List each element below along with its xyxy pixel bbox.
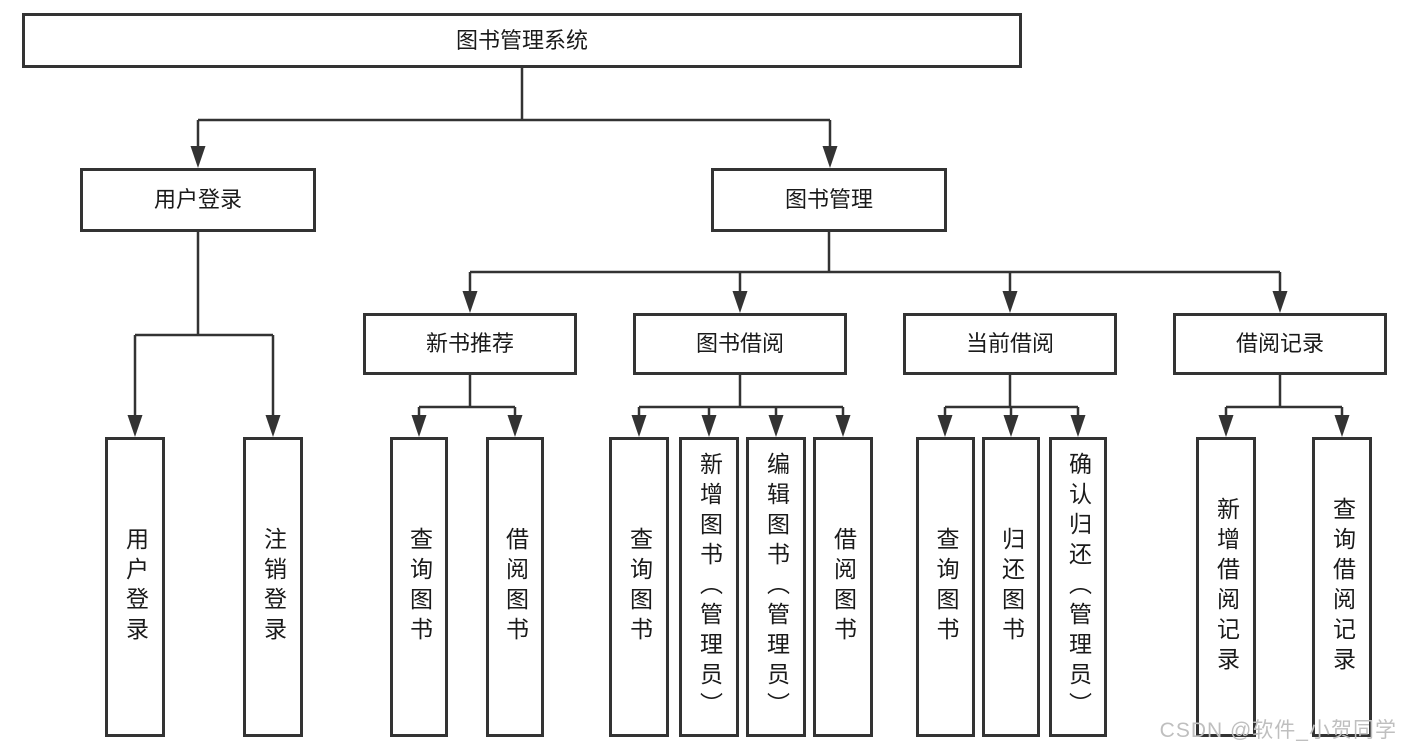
node-book-borrowing: 图书借阅 (633, 313, 847, 375)
connector-user-login (133, 232, 275, 421)
leaf-cb-query-books: 查询图书 (916, 437, 975, 737)
leaf-cb-confirm-return-admin: 确认归还（管理员） (1049, 437, 1107, 737)
node-library-system: 图书管理系统 (22, 13, 1022, 68)
leaf-nbr-query-books-label: 查询图书 (406, 527, 433, 647)
connector-book-borrowing (637, 375, 845, 421)
leaf-bb-edit-books-admin: 编辑图书（管理员） (746, 437, 806, 737)
node-new-book-recommendation: 新书推荐 (363, 313, 577, 375)
leaf-bb-edit-books-admin-label: 编辑图书（管理员） (763, 452, 790, 722)
leaf-bb-query-books: 查询图书 (609, 437, 669, 737)
leaf-bb-add-books-admin: 新增图书（管理员） (679, 437, 739, 737)
leaf-br-query-record: 查询借阅记录 (1312, 437, 1372, 737)
csdn-watermark: CSDN @软件_小贺同学 (1159, 719, 1397, 742)
connector-root (196, 68, 832, 150)
connector-book-management (468, 232, 1282, 297)
leaf-logout-label: 注销登录 (260, 527, 287, 647)
node-current-borrowing-label: 当前借阅 (965, 331, 1054, 356)
connector-current-borrowing (943, 375, 1080, 421)
node-current-borrowing: 当前借阅 (903, 313, 1117, 375)
leaf-user-login: 用户登录 (105, 437, 165, 737)
leaf-cb-return-books: 归还图书 (982, 437, 1040, 737)
leaf-bb-borrow-books-label: 借阅图书 (830, 527, 857, 647)
node-user-login: 用户登录 (80, 168, 316, 232)
leaf-nbr-borrow-books: 借阅图书 (486, 437, 544, 737)
leaf-bb-query-books-label: 查询图书 (626, 527, 653, 647)
leaf-user-login-label: 用户登录 (122, 527, 149, 647)
leaf-bb-borrow-books: 借阅图书 (813, 437, 873, 737)
node-book-management: 图书管理 (711, 168, 947, 232)
node-new-book-recommendation-label: 新书推荐 (425, 331, 514, 356)
node-library-system-label: 图书管理系统 (455, 27, 588, 53)
leaf-bb-add-books-admin-label: 新增图书（管理员） (696, 452, 723, 722)
leaf-logout: 注销登录 (243, 437, 303, 737)
leaf-cb-query-books-label: 查询图书 (933, 527, 959, 647)
leaf-br-add-record-label: 新增借阅记录 (1213, 497, 1240, 677)
node-borrowing-records: 借阅记录 (1173, 313, 1387, 375)
node-user-login-label: 用户登录 (153, 187, 242, 212)
node-borrowing-records-label: 借阅记录 (1235, 331, 1324, 356)
leaf-cb-confirm-return-admin-label: 确认归还（管理员） (1065, 452, 1092, 722)
connector-borrowing-records (1224, 375, 1344, 421)
leaf-cb-return-books-label: 归还图书 (998, 527, 1025, 647)
leaf-br-add-record: 新增借阅记录 (1196, 437, 1256, 737)
connector-new-book-recommendation (417, 375, 517, 421)
leaf-nbr-borrow-books-label: 借阅图书 (502, 527, 529, 647)
leaf-nbr-query-books: 查询图书 (390, 437, 448, 737)
node-book-borrowing-label: 图书借阅 (695, 331, 784, 356)
leaf-br-query-record-label: 查询借阅记录 (1329, 497, 1356, 677)
node-book-management-label: 图书管理 (784, 187, 873, 212)
